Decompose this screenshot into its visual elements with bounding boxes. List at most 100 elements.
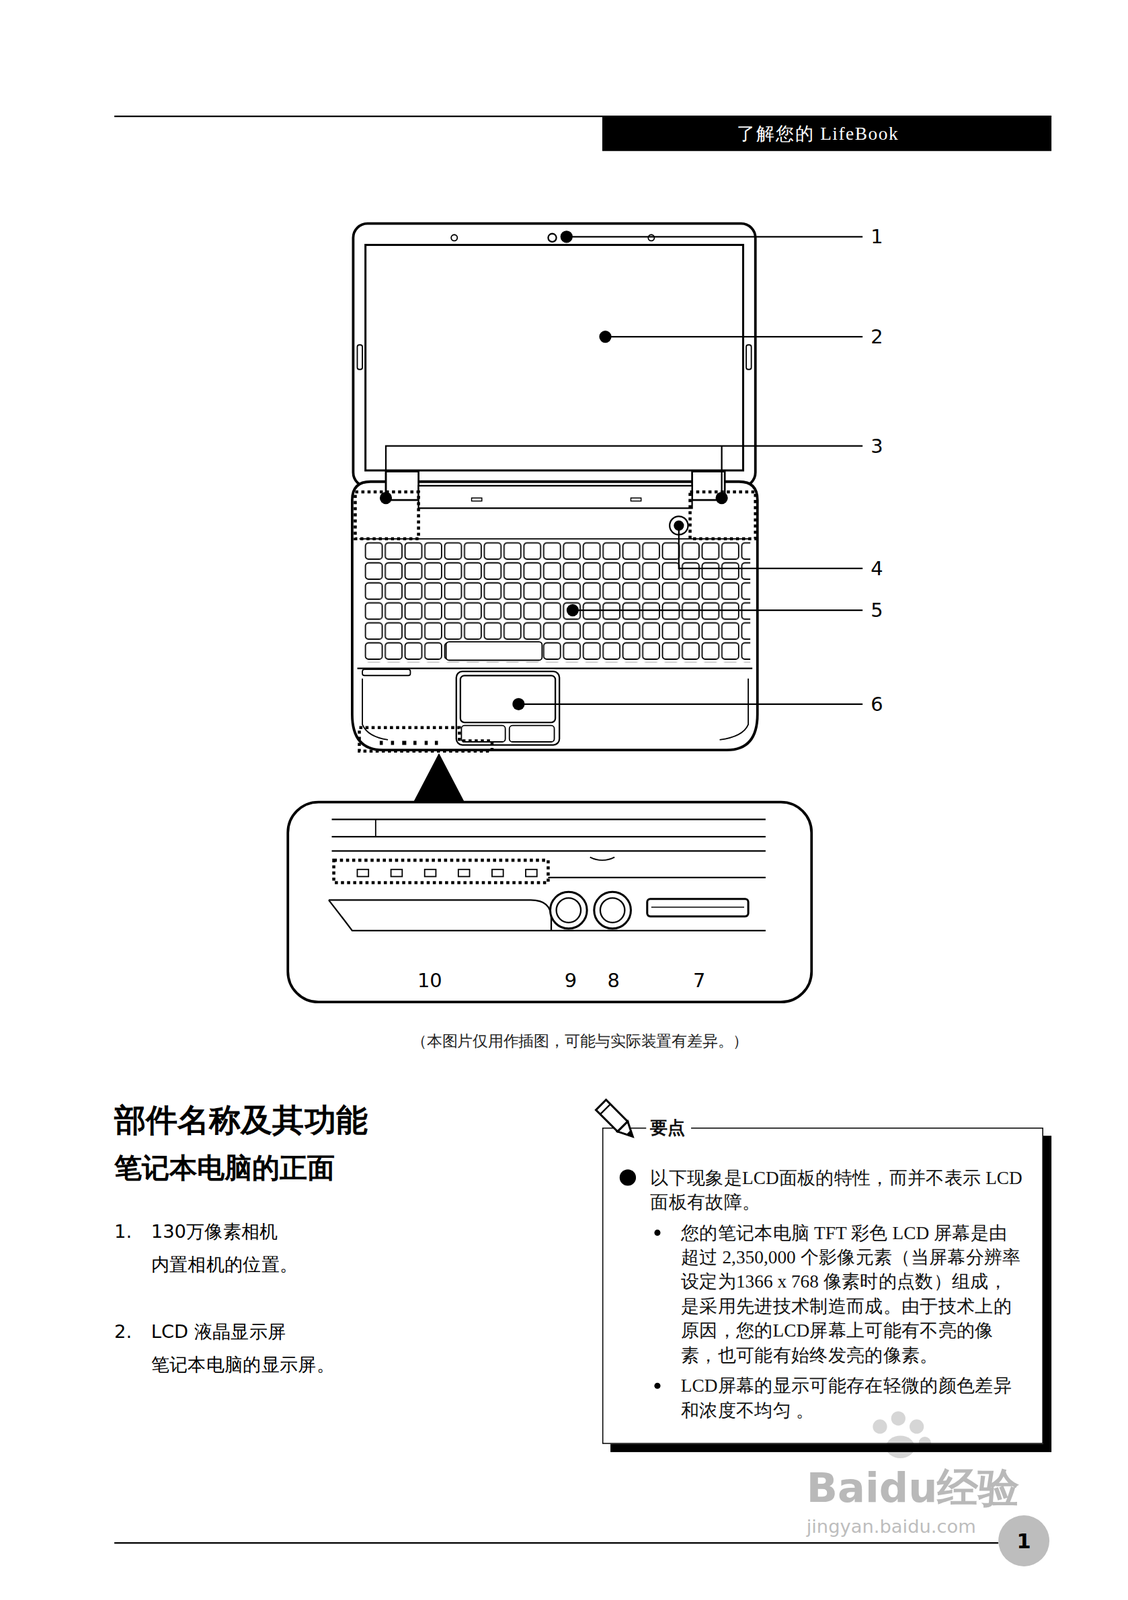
laptop-base [364, 541, 751, 663]
laptop-lid [352, 223, 755, 488]
watermark-paw [872, 1419, 887, 1434]
zoom-inset [492, 869, 504, 878]
leader-line [678, 525, 863, 569]
pencil-icon [626, 1130, 636, 1140]
part-name: 130万像素相机 [151, 1220, 279, 1243]
zoom-inset [332, 836, 766, 838]
watermark-paw [891, 1411, 906, 1426]
callout-number: 1 [870, 225, 883, 249]
leader-line [572, 609, 863, 612]
dotted-highlight [690, 492, 756, 540]
dotted-highlight [359, 728, 493, 752]
callout-number: 5 [870, 598, 883, 623]
part-name: LCD 液晶显示屏 [151, 1320, 287, 1344]
laptop-lid [365, 244, 744, 471]
front-indicator-icons [401, 740, 407, 745]
front-indicator-icons [434, 740, 439, 745]
zoom-inset [547, 877, 765, 879]
zoom-inset [334, 860, 549, 883]
list-number: 2. [114, 1320, 132, 1344]
zoom-inset [594, 892, 632, 930]
note-box-text: 您的笔记本电脑 TFT 彩色 LCD 屏幕是由超过 2,350,000 个影像元… [680, 1220, 1024, 1368]
laptop-base [471, 498, 482, 502]
page-number-text: 1 [1017, 1529, 1032, 1554]
zoom-inset [375, 819, 377, 837]
laptop-base [352, 481, 758, 751]
laptop-base [509, 726, 555, 743]
part-description: 内置相机的位置。 [151, 1255, 299, 1278]
laptop-base [418, 486, 693, 509]
page-number: 1 [998, 1515, 1050, 1567]
callout-number: 7 [693, 969, 706, 993]
zoom-inset [525, 869, 538, 878]
zoom-inset [328, 900, 552, 932]
zoom-inset [651, 906, 745, 909]
dotted-highlight [354, 492, 419, 540]
watermark-paw [909, 1419, 924, 1434]
laptop-base [362, 669, 411, 676]
zoom-inset [391, 869, 403, 878]
section-title: 部件名称及其功能 [114, 1101, 368, 1140]
laptop-base [630, 498, 641, 502]
front-indicator-icons [379, 740, 384, 745]
zoom-inset [600, 898, 625, 923]
laptop-base [356, 668, 753, 670]
figure-caption: （本图片仅用作插图，可能与实际装置有差异。） [411, 1031, 749, 1051]
laptop-base [446, 641, 543, 661]
callout-number: 3 [870, 434, 883, 458]
front-indicator-icons [391, 740, 395, 745]
list-number: 1. [114, 1220, 132, 1243]
laptop-base [362, 678, 388, 741]
leader-line [720, 446, 722, 499]
laptop-base [719, 678, 749, 741]
dotted-highlight [354, 492, 755, 752]
laptop-base [456, 671, 560, 745]
leader-line [518, 703, 863, 706]
zoom-inset [287, 802, 812, 1003]
header-band-text: 了解您的 LifeBook [736, 123, 899, 144]
pencil-icon [592, 1096, 644, 1148]
watermark-paw [918, 1437, 932, 1450]
zoom-inset [458, 869, 470, 878]
note-box-text: LCD屏幕的显示可能存在轻微的颜色差异和浓度不均匀 。 [680, 1374, 1024, 1424]
subsection-title: 笔记本电脑的正面 [114, 1152, 335, 1186]
pencil-icon [600, 1104, 611, 1115]
callout-dot [715, 492, 729, 505]
zoom-inset [647, 899, 749, 917]
leader-line [605, 336, 864, 338]
watermark: jingyan.baidu.com [806, 1515, 977, 1539]
zoom-inset [356, 869, 369, 878]
callout-dot [560, 230, 573, 243]
front-indicator-icons [413, 740, 417, 745]
note-box: 要点以下现象是LCD面板的特性，而并不表示 LCD 面板有故障。您的笔记本电脑 … [602, 1128, 1044, 1445]
callout-number: 4 [870, 557, 883, 581]
header-band: 了解您的 LifeBook [602, 116, 1052, 152]
watermark-paw [872, 1411, 932, 1459]
callout-dot [379, 492, 392, 505]
note-box-text: 以下现象是LCD面板的特性，而并不表示 LCD 面板有故障。 [650, 1165, 1024, 1215]
part-description: 笔记本电脑的显示屏。 [151, 1354, 335, 1377]
front-indicator-icons [424, 740, 429, 745]
zoom-inset [332, 850, 766, 852]
laptop-lid [648, 234, 655, 241]
callout-number: 10 [417, 969, 443, 993]
callout-number: 6 [870, 692, 883, 716]
leader-line [385, 446, 863, 499]
laptop-lid [451, 234, 458, 241]
zoom-inset [332, 818, 766, 821]
zoom-inset [556, 898, 581, 923]
callout-number: 9 [564, 969, 577, 993]
zoom-inset [287, 802, 812, 1003]
pencil-icon [617, 1121, 638, 1143]
zoom-inset [549, 892, 587, 930]
leader-line [566, 235, 863, 238]
zoom-pointer [413, 753, 465, 803]
callout-number: 8 [607, 969, 620, 993]
laptop-lid [547, 233, 556, 243]
callout-number: 2 [870, 325, 883, 349]
page-rule [114, 116, 1052, 1544]
watermark: Baidu经验 [806, 1464, 1020, 1514]
laptop-lid [352, 223, 755, 488]
laptop-lid [746, 344, 752, 370]
